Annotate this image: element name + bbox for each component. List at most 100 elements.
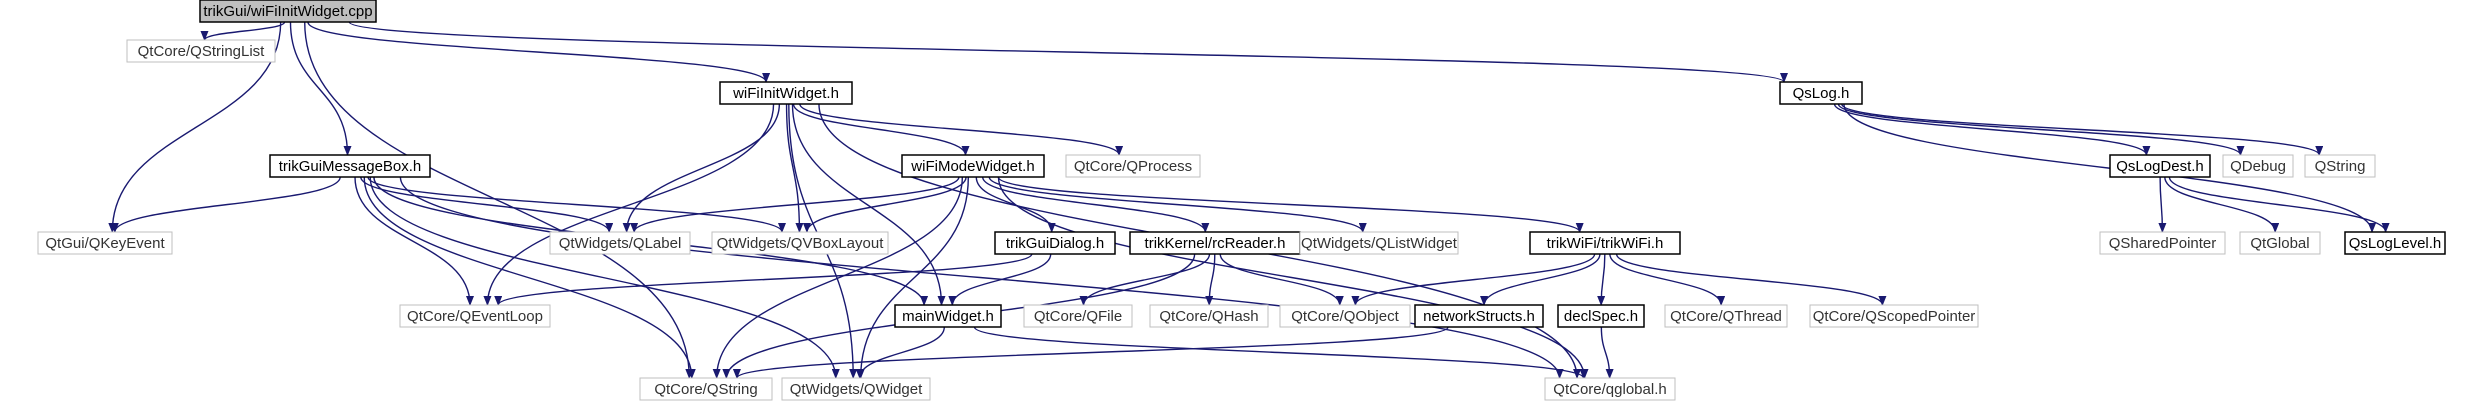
- edge-wifimode-to-qlabel: [630, 176, 960, 233]
- node-mainwidget[interactable]: mainWidget.h: [894, 304, 1002, 328]
- edge-wifiinit_h-to-qlabel: [622, 103, 781, 233]
- node-qglobal_h: QtCore/qglobal.h: [1544, 377, 1676, 401]
- node-box: [2239, 231, 2321, 255]
- node-label: QtWidgets/QWidget: [790, 381, 923, 398]
- node-rcreader[interactable]: trikKernel/rcReader.h: [1129, 231, 1301, 255]
- node-label: wiFiModeWidget.h: [910, 158, 1034, 175]
- node-label: QtCore/QObject: [1291, 308, 1399, 325]
- node-qvboxlayout: QtWidgets/QVBoxLayout: [711, 231, 889, 255]
- node-qdebug: QDebug: [2222, 154, 2294, 178]
- node-declspec[interactable]: declSpec.h: [1557, 304, 1645, 328]
- node-box: [711, 231, 889, 255]
- node-label: declSpec.h: [1564, 308, 1638, 325]
- edge-mainwidget-to-qglobal_h: [973, 326, 1588, 379]
- node-box: [1779, 81, 1863, 105]
- node-qprocess: QtCore/QProcess: [1065, 154, 1201, 178]
- edge-msgbox-to-qvboxlayout: [367, 176, 786, 233]
- node-wifimode[interactable]: wiFiModeWidget.h: [901, 154, 1045, 178]
- edge-msgbox-to-qglobal_h: [399, 176, 1564, 379]
- node-label: QtCore/QHash: [1159, 308, 1258, 325]
- edge-wifimode-to-trikwifi: [997, 176, 1584, 233]
- node-trikwifi[interactable]: trikWiFi/trikWiFi.h: [1529, 231, 1681, 255]
- edge-wifimode-to-qstring: [712, 176, 964, 379]
- node-label: QtCore/QProcess: [1074, 158, 1192, 175]
- node-qscopedpointer: QtCore/QScopedPointer: [1809, 304, 1979, 328]
- edge-root-to-qstringlist: [200, 21, 286, 41]
- edge-mainwidget-to-qwidget: [855, 326, 946, 379]
- node-box: [1664, 304, 1788, 328]
- node-box: [901, 154, 1045, 178]
- node-box: [894, 304, 1002, 328]
- node-box: [719, 81, 853, 105]
- node-qsloglevel[interactable]: QsLogLevel.h: [2344, 231, 2446, 255]
- node-box: [994, 231, 1116, 255]
- node-label: wiFiInitWidget.h: [732, 85, 839, 102]
- edge-wifiinit_h-to-qprocess: [799, 103, 1124, 156]
- edge-rcreader-to-qhash: [1205, 253, 1216, 306]
- node-label: QtCore/QEventLoop: [407, 308, 543, 325]
- edge-wifimode-to-rcreader: [981, 176, 1210, 233]
- node-qsharedpointer: QSharedPointer: [2099, 231, 2226, 255]
- node-box: [126, 39, 276, 63]
- node-box: [1065, 154, 1201, 178]
- edge-trikwifi-to-declspec: [1597, 253, 1606, 306]
- node-label: trikKernel/rcReader.h: [1145, 235, 1286, 252]
- node-box: [1279, 304, 1411, 328]
- node-box: [639, 377, 773, 401]
- node-label: QtCore/qglobal.h: [1553, 381, 1666, 398]
- node-box: [199, 0, 377, 23]
- edge-qslogdest-to-qsloglevel: [2168, 176, 2390, 233]
- node-box: [1414, 304, 1544, 328]
- edge-qslog-to-qslogdest: [1833, 103, 2151, 156]
- node-box: [2344, 231, 2446, 255]
- edge-wifimode-to-trikguidialog: [975, 176, 1056, 233]
- edge-wifiinit_h-to-qvboxlayout: [785, 103, 804, 233]
- node-label: QtWidgets/QLabel: [559, 235, 682, 252]
- node-box: [1809, 304, 1979, 328]
- node-box: [549, 231, 691, 255]
- edge-qslogdest-to-qglobal_plain: [2164, 176, 2280, 233]
- edge-rcreader-to-qobject: [1219, 253, 1344, 306]
- node-label: QtCore/QThread: [1670, 308, 1782, 325]
- edge-trikwifi-to-qobject: [1351, 253, 1596, 306]
- node-trikguidialog[interactable]: trikGuiDialog.h: [994, 231, 1116, 255]
- node-root[interactable]: trikGui/wiFiInitWidget.cpp: [199, 0, 377, 23]
- node-qstring: QtCore/QString: [639, 377, 773, 401]
- edge-msgbox-to-qstring: [363, 176, 696, 379]
- edge-declspec-to-qglobal_h: [1600, 326, 1614, 379]
- node-msgbox[interactable]: trikGuiMessageBox.h: [269, 154, 431, 178]
- nodes-layer: trikGui/wiFiInitWidget.cppQtCore/QString…: [37, 0, 2446, 401]
- edge-msgbox-to-qwidget: [369, 176, 840, 379]
- edge-root-to-msgbox: [289, 21, 352, 156]
- edge-trikwifi-to-qthread: [1609, 253, 1726, 306]
- node-box: [1023, 304, 1133, 328]
- node-qfile: QtCore/QFile: [1023, 304, 1133, 328]
- node-networkstructs[interactable]: networkStructs.h: [1414, 304, 1544, 328]
- edge-wifimode-to-qvboxlayout: [802, 176, 967, 233]
- node-qobject: QtCore/QObject: [1279, 304, 1411, 328]
- node-qeventloop: QtCore/QEventLoop: [399, 304, 551, 328]
- node-qstring_plain: QString: [2304, 154, 2376, 178]
- node-wifiinit_h[interactable]: wiFiInitWidget.h: [719, 81, 853, 105]
- node-qslogdest[interactable]: QsLogDest.h: [2109, 154, 2211, 178]
- edge-root-to-wifiinit_h: [307, 21, 770, 83]
- node-qkeyevent: QtGui/QKeyEvent: [37, 231, 173, 255]
- edge-wifimode-to-qglobal_h: [997, 176, 1589, 379]
- edge-msgbox-to-qlabel: [360, 176, 614, 233]
- node-qslog[interactable]: QsLog.h: [1779, 81, 1863, 105]
- edge-wifiinit_h-to-qeventloop: [483, 103, 775, 306]
- node-label: trikGui/wiFiInitWidget.cpp: [203, 3, 372, 20]
- edge-qslogdest-to-qsharedpointer: [2158, 176, 2167, 233]
- edge-wifimode-to-qwidget: [856, 176, 970, 379]
- node-box: [2304, 154, 2376, 178]
- node-qlabel: QtWidgets/QLabel: [549, 231, 691, 255]
- edge-trikwifi-to-networkstructs: [1480, 253, 1601, 306]
- node-box: [1149, 304, 1269, 328]
- node-label: QtGui/QKeyEvent: [45, 235, 165, 252]
- node-box: [781, 377, 931, 401]
- edge-msgbox-to-qkeyevent: [110, 176, 341, 233]
- edge-qslog-to-qsloglevel: [1843, 103, 2376, 233]
- node-box: [1299, 231, 1459, 255]
- node-label: QtCore/QScopedPointer: [1813, 308, 1976, 325]
